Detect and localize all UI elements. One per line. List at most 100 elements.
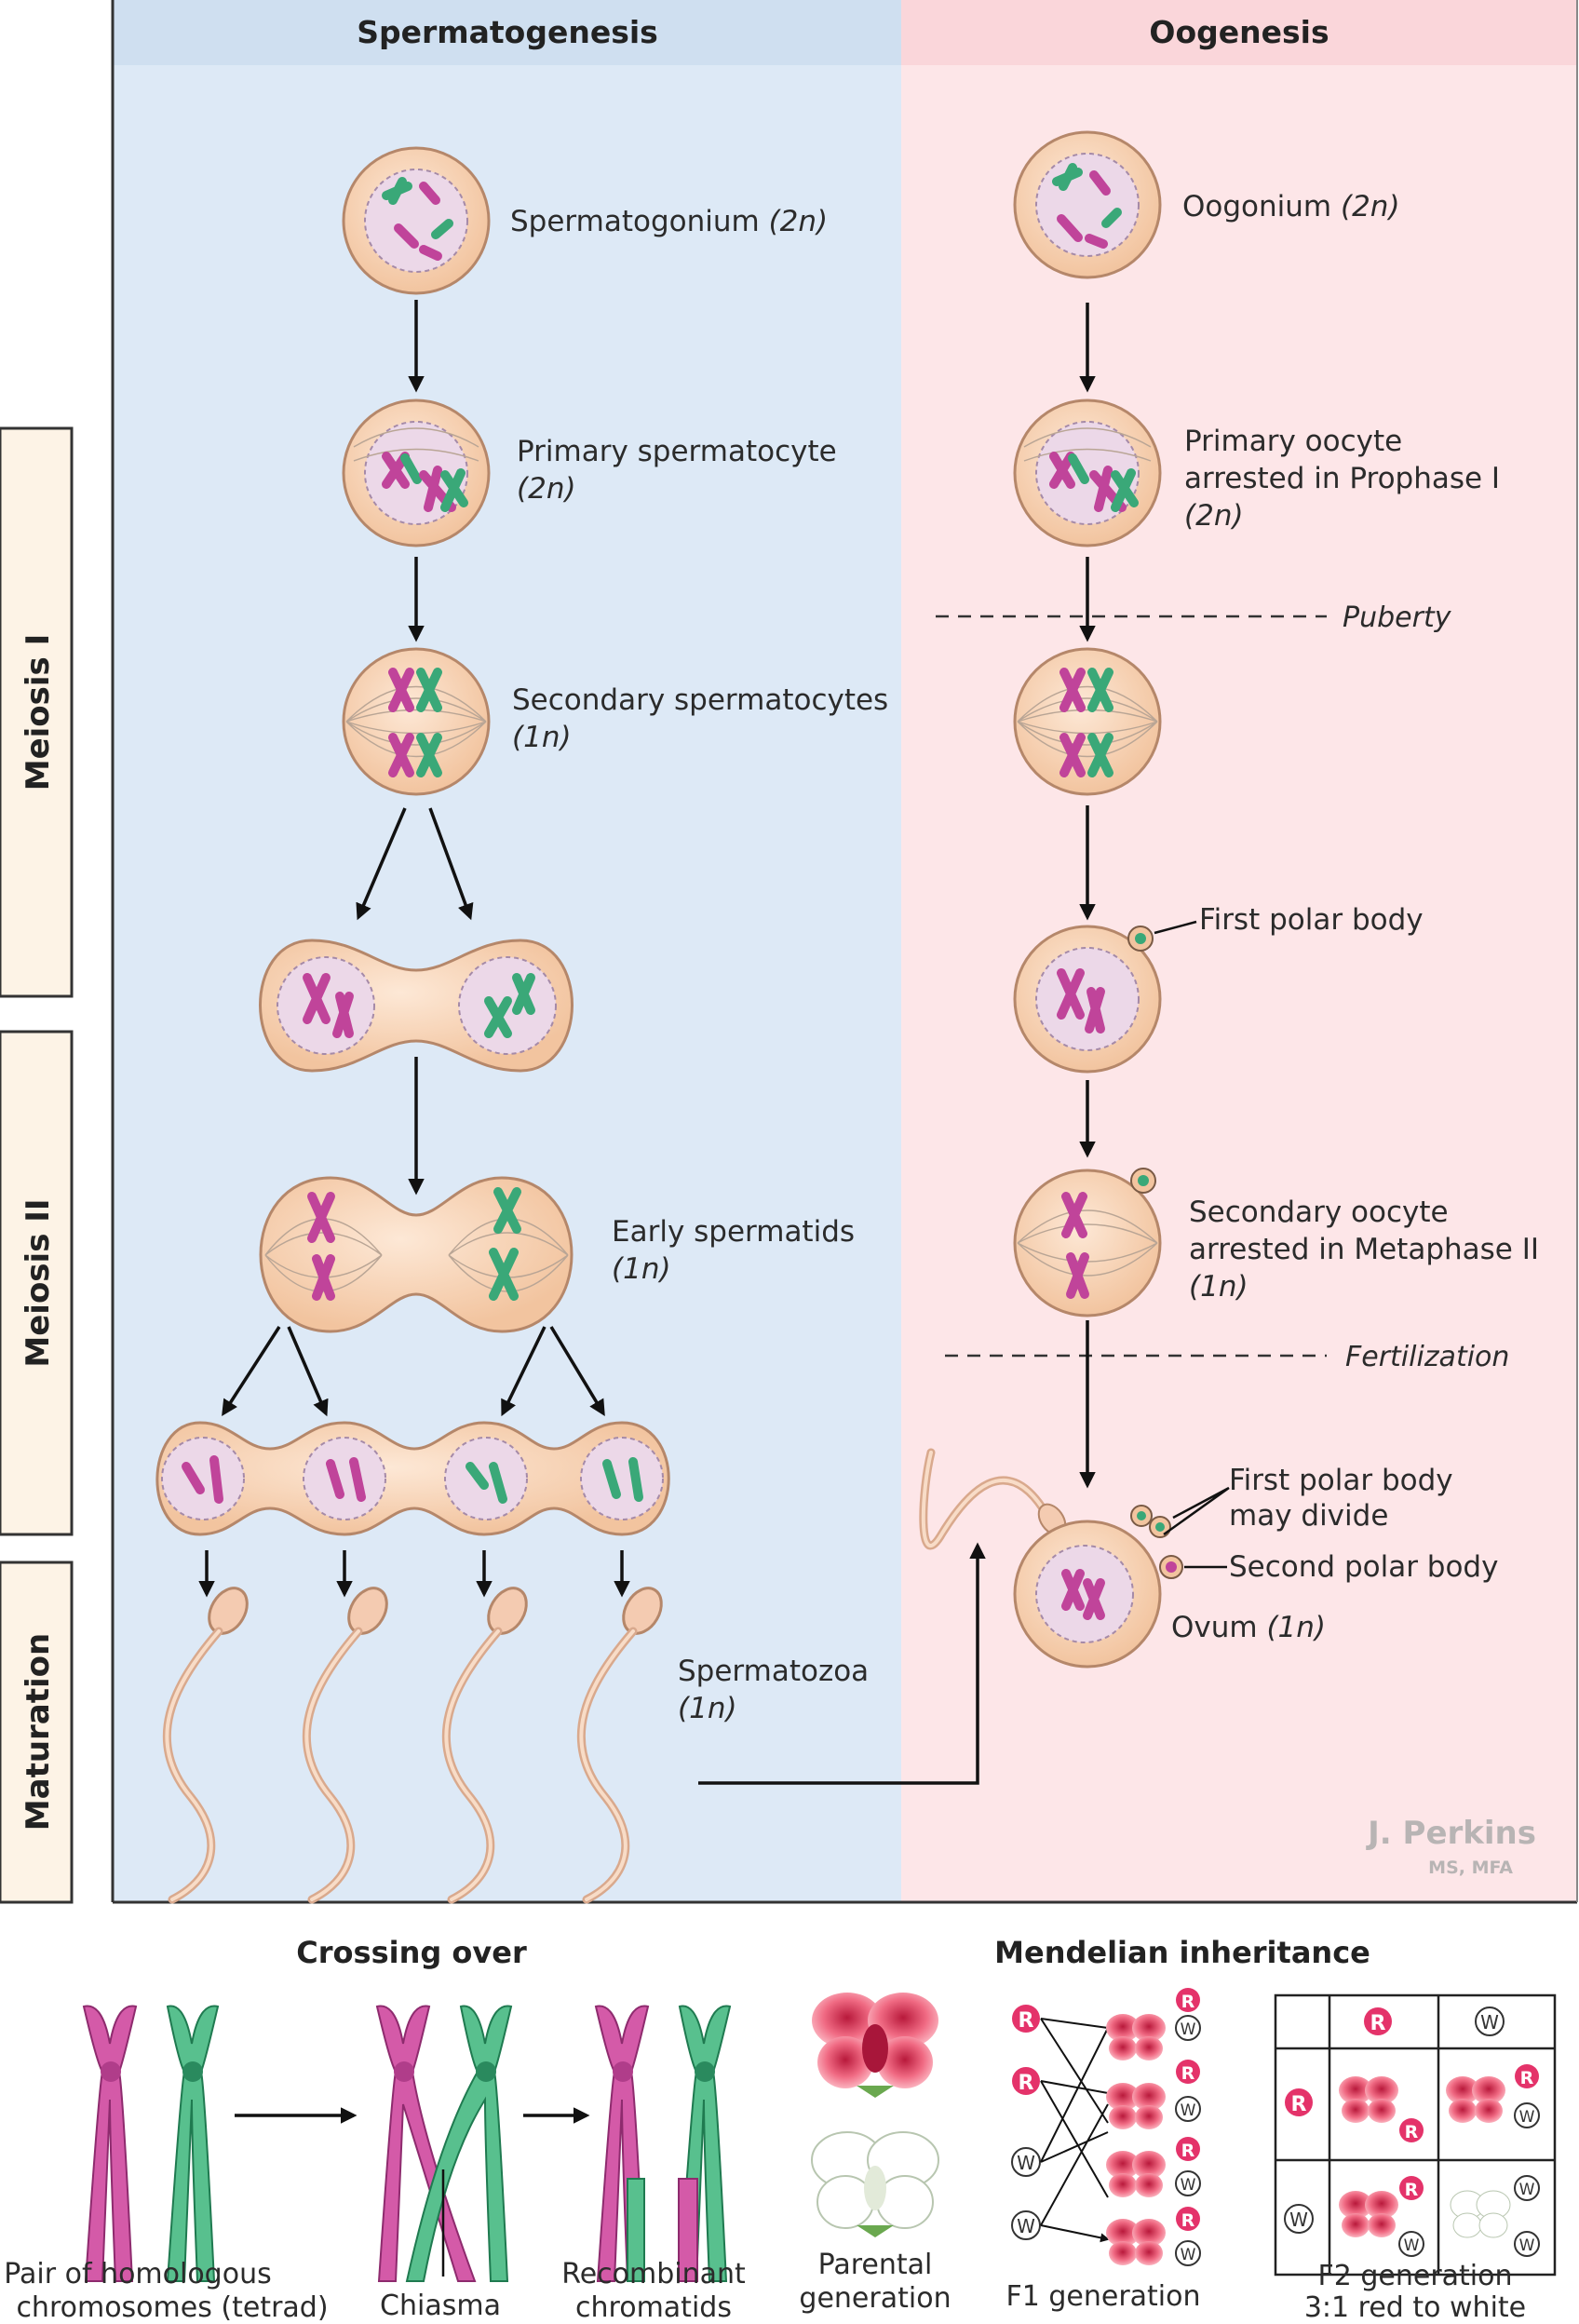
primary-spermatocyte-cell <box>342 399 491 547</box>
oogenesis-panel <box>901 0 1577 1902</box>
svg-text:W: W <box>1181 2176 1196 2195</box>
oogonium-cell <box>1013 130 1162 279</box>
svg-text:W: W <box>1181 2246 1196 2264</box>
svg-text:R: R <box>1181 1992 1195 2012</box>
maturation-label: Maturation <box>20 1633 57 1831</box>
artist-credentials: MS, MFA <box>1428 1858 1513 1878</box>
svg-text:W: W <box>1404 2236 1420 2255</box>
parental-label-2: generation <box>799 2282 951 2315</box>
secondary-oocyte-cell <box>1013 1168 1162 1317</box>
svg-text:W: W <box>1181 2020 1196 2039</box>
arrow-secondary-left <box>356 807 407 921</box>
spermatogenesis-header-bg <box>113 0 901 65</box>
ovum-cell <box>919 1448 1183 1669</box>
arrow-early-3 <box>501 1326 547 1417</box>
homologous-pair <box>82 2005 220 2282</box>
primary-oocyte-ploidy: (2n) <box>1184 499 1244 533</box>
telophase-i-cells <box>259 939 574 1073</box>
meiosis-i-box <box>0 426 74 998</box>
primary-oocyte-cell <box>1013 399 1162 547</box>
secondary-spermatocyte-cell <box>342 647 491 796</box>
arrow-secondary-right <box>428 807 474 921</box>
meiosis-ii-label: Meiosis II <box>20 1198 57 1367</box>
secondary-oocyte-label-1: Secondary oocyte <box>1189 1196 1449 1229</box>
parental-label-1: Parental <box>818 2249 933 2281</box>
four-spermatids <box>155 1421 670 1536</box>
early-spermatids-cells <box>259 1176 574 1333</box>
parental-red-flower <box>812 1993 938 2098</box>
secondary-oocyte-label-2: arrested in Metaphase II <box>1189 1233 1539 1266</box>
svg-text:R: R <box>1520 2068 1534 2088</box>
spermatozoa-label: Spermatozoa <box>678 1655 869 1688</box>
svg-text:R: R <box>1019 2072 1034 2095</box>
primary-spermatocyte-ploidy: (2n) <box>517 472 576 506</box>
first-polar-divide-label-2: may divide <box>1229 1499 1388 1533</box>
early-spermatids-label: Early spermatids <box>612 1215 855 1249</box>
chiasma-label: Chiasma <box>380 2290 501 2322</box>
arrow-early-4 <box>549 1326 605 1416</box>
meiosis-i-label: Meiosis I <box>20 634 57 791</box>
spermatozoa <box>162 1587 663 1904</box>
primary-oocyte-label-1: Primary oocyte <box>1184 425 1402 458</box>
ovum-label: Ovum (1n) <box>1171 1611 1326 1644</box>
second-polar-body-label: Second polar body <box>1229 1550 1498 1584</box>
svg-text:W: W <box>1017 2215 1035 2237</box>
arrow-early-1 <box>222 1326 281 1416</box>
oogenesis-header: Oogenesis <box>1149 14 1329 50</box>
spermatogenesis-header: Spermatogenesis <box>357 14 658 50</box>
first-polar-body-label: First polar body <box>1199 903 1424 937</box>
primary-spermatocyte-label: Primary spermatocyte <box>517 435 837 468</box>
oogonium-label: Oogonium (2n) <box>1182 190 1400 223</box>
puberty-label: Puberty <box>1343 601 1452 634</box>
svg-text:R: R <box>1181 2063 1195 2084</box>
chiasma-pair <box>375 2005 513 2282</box>
svg-text:W: W <box>1289 2209 1308 2231</box>
svg-text:R: R <box>1181 2210 1195 2231</box>
secondary-spermatocytes-label: Secondary spermatocytes <box>512 683 888 717</box>
recombinant-label-1: Recombinant <box>561 2258 746 2290</box>
svg-text:R: R <box>1405 2180 1419 2200</box>
svg-text:R: R <box>1405 2122 1419 2142</box>
svg-text:W: W <box>1017 2152 1035 2174</box>
secondary-oocyte-ploidy: (1n) <box>1189 1270 1248 1304</box>
parental-white-flower <box>811 2131 939 2237</box>
homologous-pair-label-2: chromosomes (tetrad) <box>16 2291 328 2324</box>
oogenesis-header-bg <box>901 0 1577 65</box>
svg-text:R: R <box>1291 2093 1307 2116</box>
first-polar-divide-label-1: First polar body <box>1229 1464 1453 1497</box>
secondary-spermatocytes-ploidy: (1n) <box>512 721 572 754</box>
fertilization-label: Fertilization <box>1345 1341 1509 1373</box>
recombinant-label-2: chromatids <box>575 2291 732 2324</box>
mendelian-title: Mendelian inheritance <box>994 1935 1370 1970</box>
arrow-sperm-to-ovum <box>698 1542 986 1785</box>
spermatogonium-cell <box>342 146 491 295</box>
maturation-box <box>0 1561 74 1904</box>
primary-oocyte-label-2: arrested in Prophase I <box>1184 462 1500 495</box>
side-labels: Meiosis I Meiosis II Maturation <box>0 426 74 1904</box>
main-panel: Spermatogenesis Oogenesis <box>111 0 1578 1904</box>
recombinant-pair <box>594 2005 732 2282</box>
f2-label-2: 3:1 red to white <box>1304 2291 1526 2324</box>
oocyte-metaphase-i-cell <box>1013 647 1162 796</box>
svg-text:W: W <box>1519 2108 1535 2127</box>
f1-generation: R R W W R W R W R W R W <box>1011 1988 1201 2266</box>
f2-label-1: F2 generation <box>1317 2260 1512 2292</box>
homologous-pair-label-1: Pair of homologous <box>4 2258 271 2290</box>
f2-punnett-square: R W R W R R W R W W W <box>1274 1993 1557 2277</box>
svg-text:W: W <box>1519 2181 1535 2199</box>
svg-text:R: R <box>1019 2009 1034 2033</box>
early-spermatids-ploidy: (1n) <box>612 1252 671 1286</box>
arrow-early-2 <box>287 1326 329 1417</box>
oocyte-with-first-polar-body <box>1013 925 1162 1074</box>
svg-text:W: W <box>1519 2236 1535 2255</box>
artist-signature: J. Perkins <box>1366 1815 1536 1852</box>
crossing-over-title: Crossing over <box>296 1935 527 1970</box>
f1-label: F1 generation <box>1005 2280 1200 2313</box>
spermatogonium-label: Spermatogonium (2n) <box>510 205 828 238</box>
svg-text:R: R <box>1181 2141 1195 2161</box>
svg-text:W: W <box>1181 2101 1196 2120</box>
meiosis-ii-box <box>0 1030 74 1536</box>
svg-text:W: W <box>1480 2011 1499 2034</box>
spermatozoa-ploidy: (1n) <box>678 1692 737 1725</box>
